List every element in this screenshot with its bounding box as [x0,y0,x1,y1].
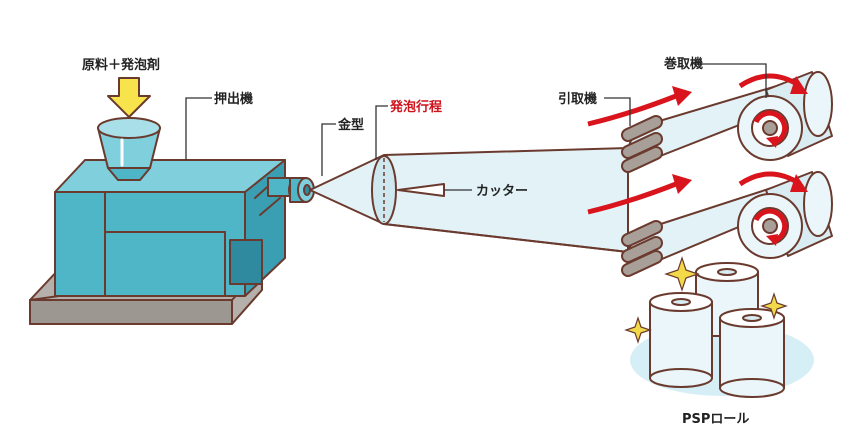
foaming-label: 発泡行程 [389,99,442,115]
raw-material-label: 原料＋発泡剤 [82,57,160,73]
foaming-bubble [309,147,629,253]
die [267,177,315,203]
puller-rollers-bottom [621,220,663,277]
extruder-body [54,159,286,297]
psp-roll-label: PSPロール [682,412,749,427]
extruder-label: 押出機 [214,91,253,107]
winder-label: 巻取機 [663,56,703,72]
leader-lines [185,63,767,191]
hopper [97,117,161,181]
sparkle-icon [624,256,788,344]
down-arrow-icon [107,77,151,118]
die-label: 金型 [337,117,364,133]
winder-roll-bottom [737,171,833,259]
cutter-label: カッター [476,184,528,199]
puller-rollers-top [621,115,663,173]
psp-product-rolls [630,262,814,398]
puller-label: 引取機 [558,91,597,107]
winder-roll-top [737,71,833,161]
curved-red-arrow-icon [587,73,808,215]
